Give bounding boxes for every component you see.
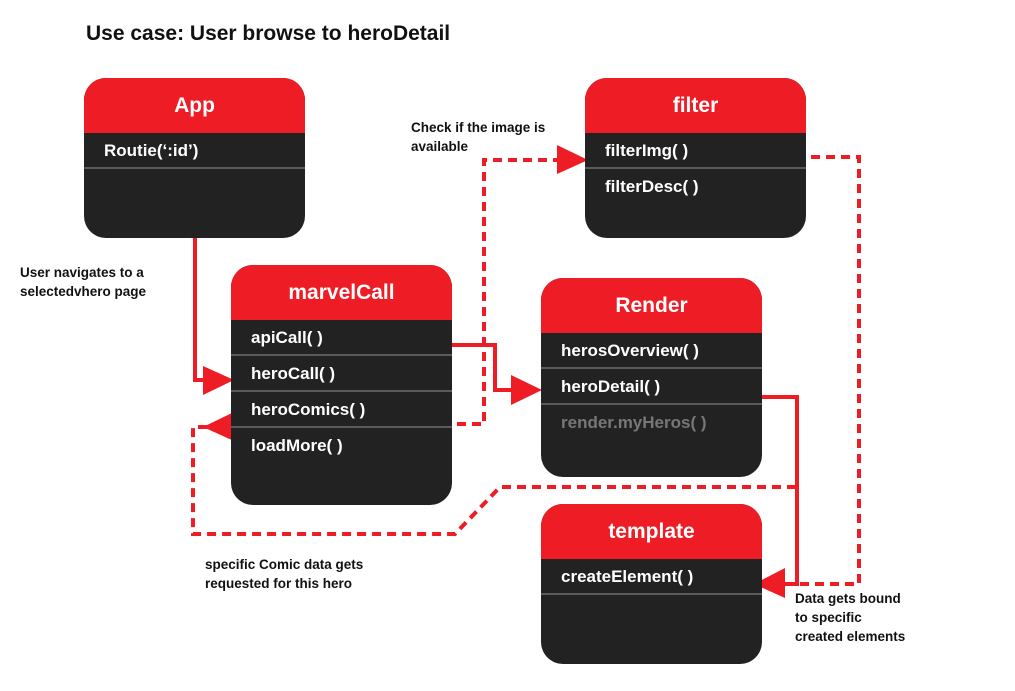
arrowhead-filterimg	[557, 145, 588, 174]
note-data-bound-line1: Data gets bound	[795, 591, 901, 606]
template-row-createelement: createElement( )	[541, 559, 762, 595]
marvelcall-row-herocall: heroCall( )	[231, 356, 452, 392]
arrow-herocomics-to-filterimg	[442, 158, 568, 426]
note-check-image-line1: Check if the image is	[411, 120, 546, 135]
render-header: Render	[541, 278, 762, 333]
app-row-routie: Routie(‘:id’)	[84, 133, 305, 169]
arrowhead-herocomics	[203, 412, 234, 441]
render-box: Render herosOverview( ) heroDetail( ) re…	[541, 278, 762, 477]
arrow-filterimg-to-createelement	[775, 155, 861, 586]
note-data-bound: Data gets bound to specific created elem…	[795, 589, 905, 646]
render-row-myheros: render.myHeros( )	[561, 413, 707, 432]
note-data-bound-line2: to specific	[795, 610, 862, 625]
marvelcall-header: marvelCall	[231, 265, 452, 320]
arrow-loop-to-herocomics	[191, 425, 796, 536]
render-row-herosoverview: herosOverview( )	[541, 333, 762, 369]
diagram-title: Use case: User browse to heroDetail	[86, 22, 451, 45]
note-comic-data-line1: specific Comic data gets	[205, 557, 364, 572]
template-box: template createElement( )	[541, 504, 762, 664]
note-user-navigates-line1: User navigates to a	[20, 265, 144, 280]
arrow-app-to-herocall	[193, 236, 218, 382]
marvelcall-row-herocomics: heroComics( )	[231, 392, 452, 428]
note-check-image-line2: available	[411, 139, 469, 154]
arrow-apicall-to-herodetail	[452, 343, 525, 392]
note-check-image: Check if the image is available	[411, 118, 545, 156]
filter-box: filter filterImg( ) filterDesc( )	[585, 78, 806, 238]
note-data-bound-line3: created elements	[795, 629, 906, 644]
arrowhead-herodetail	[511, 375, 542, 405]
marvelcall-row-apicall: apiCall( )	[231, 320, 452, 356]
filter-header: filter	[585, 78, 806, 133]
app-header: App	[84, 78, 305, 133]
arrowhead-herocall	[203, 366, 234, 395]
filter-row-filterimg: filterImg( )	[585, 133, 806, 169]
note-comic-data: specific Comic data gets requested for t…	[205, 555, 363, 593]
note-user-navigates: User navigates to a selectedvhero page	[20, 263, 146, 301]
filter-row-filterdesc: filterDesc( )	[605, 177, 699, 196]
template-header: template	[541, 504, 762, 559]
arrowhead-createelement	[754, 568, 785, 598]
render-row-herodetail: heroDetail( )	[541, 369, 762, 405]
note-comic-data-line2: requested for this hero	[205, 576, 353, 591]
note-user-navigates-line2: selectedvhero page	[20, 284, 147, 299]
marvelcall-box: marvelCall apiCall( ) heroCall( ) heroCo…	[231, 265, 452, 505]
app-box: App Routie(‘:id’)	[84, 78, 305, 238]
marvelcall-row-loadmore: loadMore( )	[251, 436, 343, 455]
